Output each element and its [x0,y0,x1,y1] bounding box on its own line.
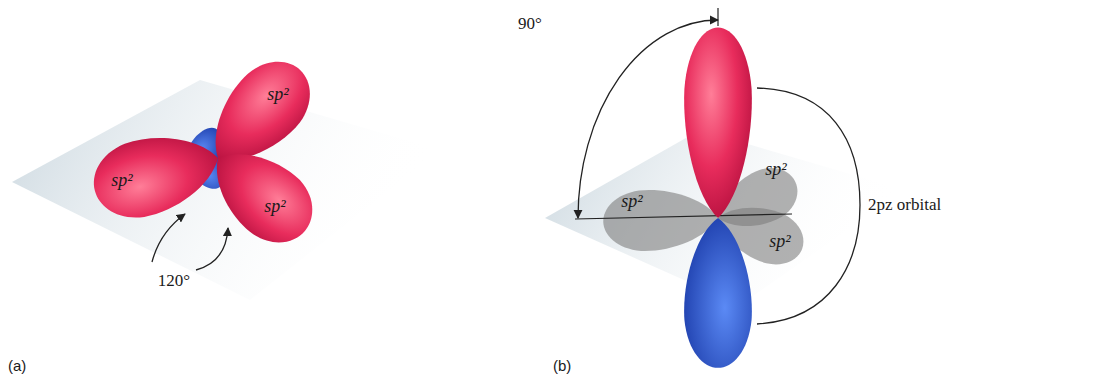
orbital-label: sp² [264,197,285,217]
angle-arrows [152,214,228,270]
panel-label: (b) [553,358,571,375]
p-lobe [684,218,752,368]
orbital-label: sp² [621,192,642,212]
angle-label: 90° [518,15,542,34]
bracket [757,88,860,324]
orbital-label: sp² [111,171,132,191]
orbital-label: sp² [765,160,786,180]
p-lobe [684,28,752,218]
tick [717,8,718,26]
angle-label: 120° [158,272,190,291]
orbital-name: 2pz orbital [868,196,941,215]
orbital-label: sp² [267,85,288,105]
axis-line [575,214,792,219]
sp2-lobes [85,45,328,258]
orbital-label: sp² [769,232,790,252]
panel-label: (a) [8,358,26,375]
angle-arc [578,20,718,218]
